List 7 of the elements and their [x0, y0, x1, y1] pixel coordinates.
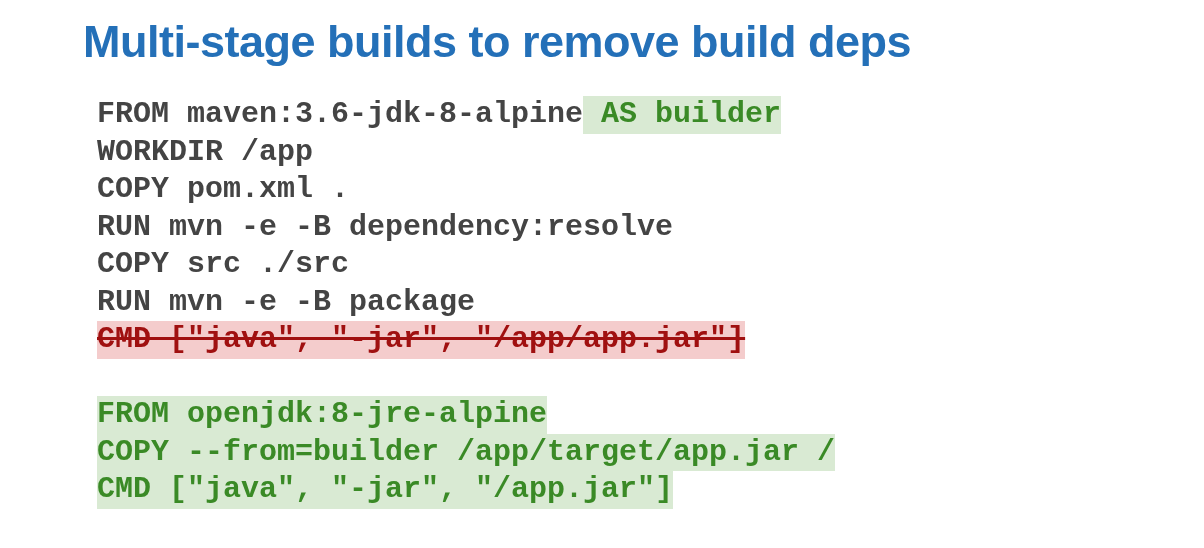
code-line: RUN mvn -e -B dependency:resolve	[97, 208, 674, 246]
code-line: RUN mvn -e -B package	[97, 283, 476, 321]
code-line: WORKDIR /app	[97, 133, 314, 171]
slide-title: Multi-stage builds to remove build deps	[83, 15, 912, 69]
code-line: COPY src ./src	[97, 246, 350, 283]
code-line: FROM maven:3.6-jdk-8-alpine	[97, 96, 584, 133]
code-line: COPY pom.xml .	[97, 171, 350, 208]
